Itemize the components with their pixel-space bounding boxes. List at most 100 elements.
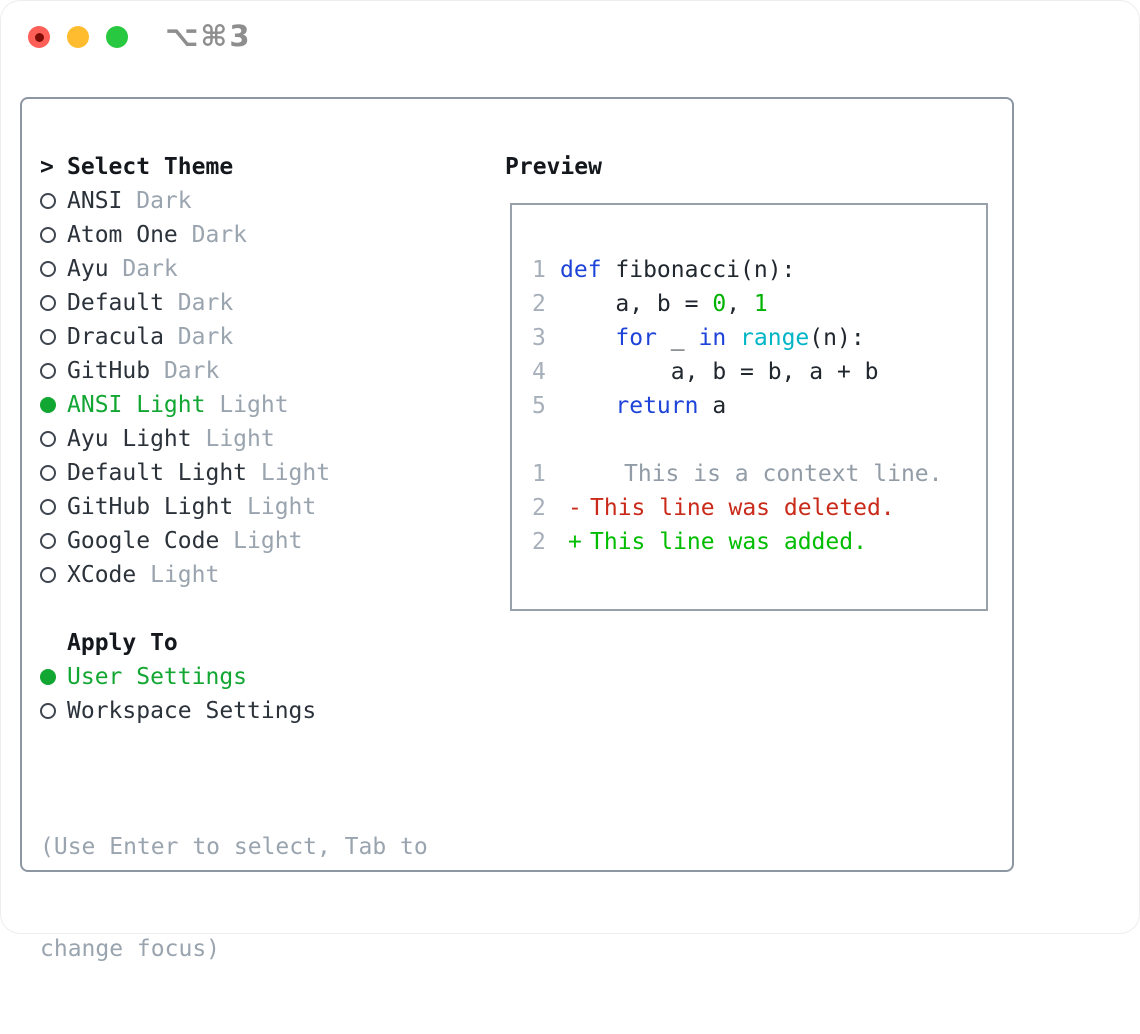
radio-icon (40, 261, 56, 277)
theme-option-label: ANSI (67, 188, 123, 214)
code-line: 2 a, b = 0, 1 (532, 287, 986, 321)
theme-option-dracula[interactable]: Dracula Dark (40, 320, 428, 354)
apply-option-workspace-settings[interactable]: Workspace Settings (40, 694, 428, 728)
diff-text: This line was deleted. (590, 495, 895, 521)
theme-variant-label: Dark (108, 256, 178, 282)
theme-variant-label: Dark (150, 358, 220, 384)
preview-title: Preview (505, 154, 602, 180)
code-line: 3 for _ in range(n): (532, 321, 986, 355)
diff-marker: + (568, 529, 582, 555)
theme-variant-label: Dark (177, 222, 248, 248)
theme-option-ansi[interactable]: ANSI Dark (40, 184, 428, 218)
code-segment: , (726, 291, 754, 317)
theme-option-label: Default (67, 290, 164, 316)
help-line-2: change focus) (40, 936, 221, 962)
line-number: 5 (532, 393, 546, 419)
theme-option-default[interactable]: Default Dark (40, 286, 428, 320)
apply-option-user-settings[interactable]: User Settings (40, 660, 428, 694)
theme-variant-label: Light (247, 460, 331, 486)
radio-icon (40, 703, 56, 719)
radio-icon (40, 431, 56, 447)
line-number: 2 (532, 291, 546, 317)
spacer (40, 728, 428, 762)
apply-to-title: Apply To (67, 630, 178, 656)
theme-variant-label: Light (233, 494, 317, 520)
diff-deleted-line: 2-This line was deleted. (532, 491, 986, 525)
code-line: 4 a, b = b, a + b (532, 355, 986, 389)
theme-option-label: ANSI Light (67, 392, 206, 418)
code-segment: 0 (712, 291, 727, 317)
radio-icon (40, 499, 56, 515)
radio-selected-icon (40, 669, 56, 685)
line-number: 1 (532, 257, 546, 283)
code-segment: range (740, 325, 810, 351)
diff-preview: 1 This is a context line. 2-This line was … (532, 457, 986, 559)
radio-icon (40, 465, 56, 481)
code-segment (560, 393, 615, 419)
theme-variant-label: Light (191, 426, 275, 452)
diff-text: This is a context line. (624, 461, 943, 487)
close-button[interactable] (28, 26, 50, 48)
radio-icon (40, 193, 56, 209)
code-segment: a, b = b, a + b (560, 359, 879, 385)
theme-variant-label: Dark (163, 324, 234, 350)
help-line-1: (Use Enter to select, Tab to (40, 834, 428, 860)
unsaved-dot-icon (34, 32, 44, 42)
code-segment: (n): (809, 325, 865, 351)
theme-option-ansi-light[interactable]: ANSI Light Light (40, 388, 428, 422)
spacer (40, 592, 428, 626)
line-number: 4 (532, 359, 546, 385)
code-segment (560, 325, 615, 351)
theme-option-ayu-light[interactable]: Ayu Light Light (40, 422, 428, 456)
apply-to-header: Apply To (40, 626, 428, 660)
apply-option-label: User Settings (67, 664, 248, 690)
theme-option-label: Dracula (67, 324, 164, 350)
code-line: 1 def fibonacci(n): (532, 253, 986, 287)
line-number: 1 (532, 461, 546, 487)
code-segment: 1 (753, 291, 768, 317)
code-line: 5 return a (532, 389, 986, 423)
theme-variant-label: Light (219, 528, 303, 554)
zoom-button[interactable] (106, 26, 128, 48)
radio-icon (40, 227, 56, 243)
theme-option-label: XCode (67, 562, 137, 588)
theme-variant-label: Dark (122, 188, 192, 214)
radio-icon (40, 567, 56, 583)
theme-option-label: Ayu Light (67, 426, 192, 452)
radio-icon (40, 533, 56, 549)
theme-variant-label: Light (136, 562, 220, 588)
theme-option-ayu[interactable]: Ayu Dark (40, 252, 428, 286)
theme-option-label: GitHub Light (67, 494, 234, 520)
help-text: (Use Enter to select, Tab to change focu… (40, 762, 428, 1034)
window-shortcut-label: ⌥⌘3 (165, 19, 252, 53)
code-segment: a, b = (560, 291, 713, 317)
theme-option-github[interactable]: GitHub Dark (40, 354, 428, 388)
code-segment: fibonacci(n): (601, 257, 796, 283)
code-segment: def (560, 257, 602, 283)
focus-cursor-icon: > (40, 154, 54, 180)
theme-option-github-light[interactable]: GitHub Light Light (40, 490, 428, 524)
radio-icon (40, 363, 56, 379)
minimize-button[interactable] (67, 26, 89, 48)
line-number: 2 (532, 529, 546, 555)
theme-option-label: Atom One (67, 222, 178, 248)
theme-option-label: GitHub (67, 358, 151, 384)
theme-option-default-light[interactable]: Default Light Light (40, 456, 428, 490)
theme-option-xcode[interactable]: XCode Light (40, 558, 428, 592)
theme-option-label: Default Light (67, 460, 248, 486)
theme-option-label: Google Code (67, 528, 220, 554)
preview-header: Preview (505, 150, 602, 184)
theme-option-google-code[interactable]: Google Code Light (40, 524, 428, 558)
spacer (532, 423, 986, 457)
radio-selected-icon (40, 397, 56, 413)
theme-option-label: Ayu (67, 256, 109, 282)
select-theme-header: > Select Theme (40, 150, 428, 184)
select-theme-title: Select Theme (67, 154, 234, 180)
theme-option-atom-one[interactable]: Atom One Dark (40, 218, 428, 252)
